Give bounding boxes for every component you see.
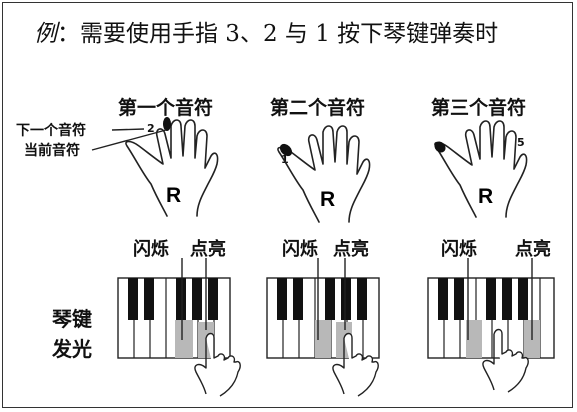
next-note-leader [111, 128, 145, 131]
hand-letter-2: R [320, 188, 335, 211]
next-note-label: 下一个音符 [16, 123, 86, 139]
hand-diagram-3: R [434, 120, 528, 218]
keyboard-2 [266, 258, 380, 397]
hand-letter-1: R [166, 184, 181, 207]
figure-frame [2, 2, 573, 408]
side-label-line2: 发光 [52, 337, 92, 361]
hand-letter-3: R [478, 185, 493, 208]
finger-dot-thumb-3 [434, 141, 446, 153]
finger-number-3: 5 [517, 136, 525, 149]
instruction-text: ：需要使用手指 3、2 与 1 按下琴键弹奏时 [57, 21, 499, 47]
column-title-1: 第一个音符 [118, 97, 214, 119]
keyboard-1 [117, 258, 241, 397]
blink-label-2: 闪烁 [282, 239, 318, 260]
instruction-heading: 例：需要使用手指 3、2 与 1 按下琴键弹奏时 [34, 14, 498, 48]
side-label-line1: 琴键 [52, 307, 92, 331]
blink-key [315, 320, 331, 358]
blink-label-3: 闪烁 [441, 239, 477, 260]
column-title-2: 第二个音符 [270, 97, 366, 119]
lit-label-2: 点亮 [333, 239, 369, 260]
hand-diagram-1: R [125, 117, 219, 217]
finger-dot-thumb [279, 143, 293, 157]
finger-number-2: 1 [281, 153, 289, 166]
lit-label-1: 点亮 [190, 239, 226, 260]
current-note-label: 当前音符 [24, 143, 80, 159]
blink-key [466, 320, 482, 358]
example-mark: 例 [34, 21, 57, 47]
hand-diagram-2: R [277, 125, 371, 223]
blink-key [175, 320, 193, 358]
finger-dot-next [163, 117, 171, 131]
current-note-leader [91, 129, 167, 151]
blink-label-1: 闪烁 [133, 239, 169, 260]
finger-number-1: 2 [147, 122, 155, 135]
column-title-3: 第三个音符 [431, 97, 527, 119]
keyboard-3 [427, 258, 555, 393]
lit-label-3: 点亮 [515, 239, 551, 260]
